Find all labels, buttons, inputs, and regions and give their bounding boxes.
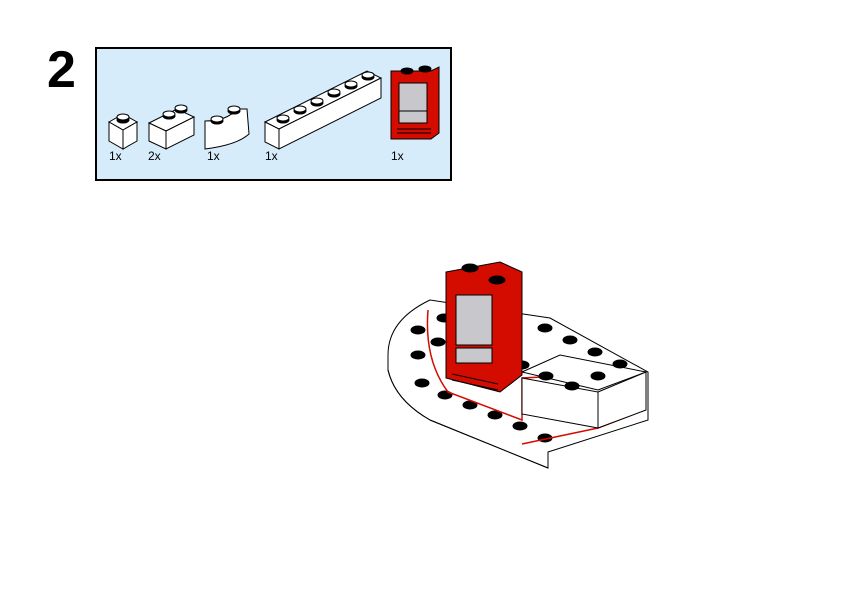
part-brick-1x1 [107, 113, 139, 150]
part-brick-1x2 [147, 104, 196, 150]
parts-illustrations [107, 65, 440, 150]
part-quantity: 1x [109, 149, 122, 163]
parts-callout: 1x 2x 1x 1x 1x [95, 47, 452, 181]
part-round-corner [204, 105, 250, 150]
part-quantity: 2x [148, 149, 161, 163]
part-red-door [390, 65, 440, 140]
step-number: 2 [47, 41, 76, 99]
part-quantity: 1x [207, 149, 220, 163]
part-quantity: 1x [391, 149, 404, 163]
part-quantity: 1x [265, 149, 278, 163]
part-brick-1x6 [263, 70, 383, 150]
